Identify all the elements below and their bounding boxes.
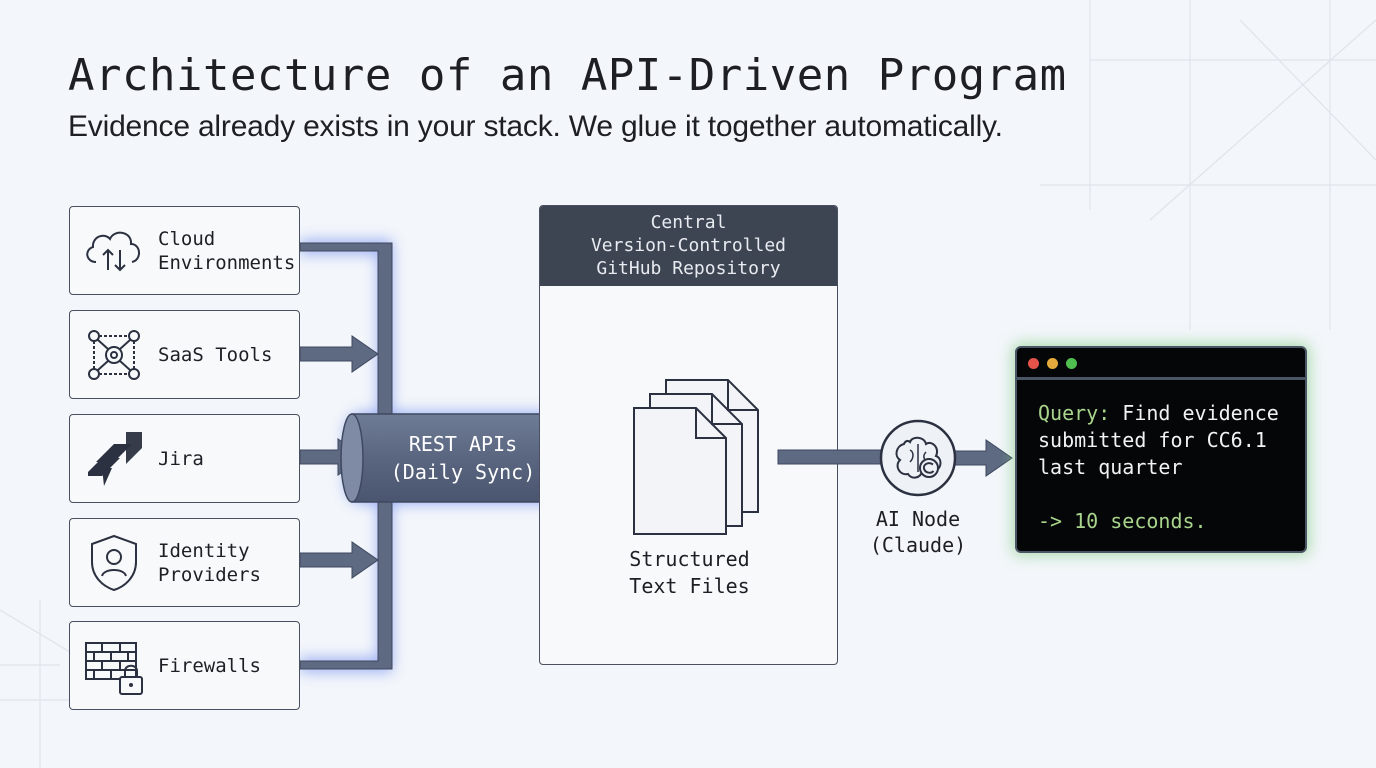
- source-label: Identity Providers: [158, 539, 261, 586]
- source-identity-providers: Identity Providers: [69, 518, 300, 607]
- arrow-saas: [299, 335, 379, 373]
- source-saas-tools: SaaS Tools: [69, 310, 300, 399]
- jira-logo-icon: [88, 431, 142, 486]
- terminal-body: Query: Find evidence submitted for CC6.1…: [1017, 380, 1305, 535]
- rest-api-label: REST APIs (Daily Sync): [390, 432, 536, 484]
- terminal-query: Query: Find evidence submitted for CC6.1…: [1038, 400, 1305, 481]
- diagram-title: Architecture of an API-Driven Program: [68, 50, 1067, 101]
- source-label: Firewalls: [158, 654, 261, 677]
- brain-claude-icon: [879, 419, 957, 497]
- diagram-subtitle: Evidence already exists in your stack. W…: [68, 110, 1003, 143]
- ai-node-label: AI Node (Claude): [869, 507, 967, 557]
- minimize-dot: [1047, 358, 1058, 369]
- source-label: Cloud Environments: [158, 227, 296, 274]
- terminal-title-bar: [1017, 348, 1305, 380]
- brick-wall-lock-icon: [85, 641, 143, 695]
- source-bus-connector: [299, 242, 393, 670]
- connector-repo-to-ai: [777, 449, 883, 465]
- document-stack-icon: [633, 379, 759, 535]
- query-key: Query:: [1038, 401, 1111, 425]
- structured-files-label: Structured Text Files: [629, 547, 750, 598]
- cloud-sync-icon: [86, 231, 140, 271]
- arrow-identity: [299, 541, 379, 579]
- terminal-result: -> 10 seconds.: [1038, 509, 1207, 533]
- close-dot: [1028, 358, 1039, 369]
- gears-network-icon: [88, 329, 140, 380]
- rest-api-pipe: [340, 413, 568, 503]
- shield-user-icon: [91, 534, 137, 591]
- github-repository: Central Version-Controlled GitHub Reposi…: [539, 205, 838, 665]
- source-cloud-environments: Cloud Environments: [69, 206, 300, 295]
- maximize-dot: [1066, 358, 1077, 369]
- arrow-ai-to-terminal: [954, 439, 1013, 477]
- query-terminal: Query: Find evidence submitted for CC6.1…: [1015, 346, 1307, 553]
- source-jira: Jira: [69, 414, 300, 503]
- repository-header: Central Version-Controlled GitHub Reposi…: [540, 206, 837, 286]
- source-firewalls: Firewalls: [69, 621, 300, 710]
- query-text: Find evidence submitted for CC6.1 last q…: [1038, 401, 1279, 479]
- source-label: Jira: [158, 447, 204, 470]
- source-label: SaaS Tools: [158, 343, 273, 366]
